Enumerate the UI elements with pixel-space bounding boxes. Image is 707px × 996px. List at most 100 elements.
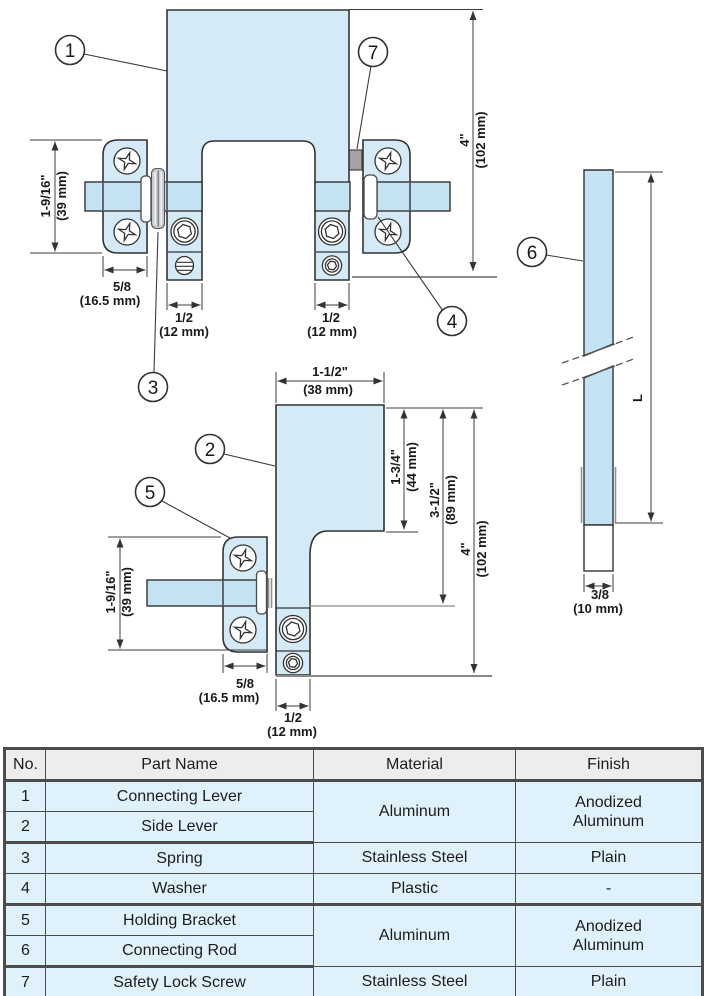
- connecting-rod-lower: [583, 364, 614, 526]
- table-row: 6 Connecting Rod: [4, 935, 703, 968]
- dim-front-left-leg: 1/2 (12 mm): [159, 283, 209, 339]
- cell-material: Stainless Steel: [313, 966, 516, 996]
- callout-number: 4: [447, 312, 458, 333]
- dim-label: L: [630, 394, 645, 402]
- cell-finish: Anodized Aluminum: [515, 780, 703, 843]
- callout-number: 7: [368, 43, 379, 64]
- dim-label: (12 mm): [267, 724, 317, 739]
- dim-front-right-leg: 1/2 (12 mm): [307, 283, 357, 339]
- parts-table: No. Part Name Material Finish 1 Connecti…: [3, 747, 704, 996]
- callout-number: 1: [65, 41, 76, 62]
- cell-part: Connecting Rod: [45, 935, 314, 968]
- cell-no: 3: [4, 842, 46, 874]
- callout-2: 2: [194, 433, 276, 467]
- table-header-row: No. Part Name Material Finish: [4, 748, 703, 782]
- callout-number: 3: [148, 378, 159, 399]
- spring: [150, 167, 166, 230]
- dim-side-leg: 1/2 (12 mm): [267, 679, 317, 739]
- dim-label: 1/2: [322, 310, 340, 325]
- safety-lock-screw: [347, 149, 363, 171]
- dim-label: (39 mm): [119, 567, 134, 617]
- callout-1: 1: [54, 34, 168, 72]
- hex-socket-screw-icon: [278, 614, 308, 644]
- dim-label: (39 mm): [54, 171, 69, 221]
- dim-side-bracket-height: 1-9/16" (39 mm): [103, 536, 268, 651]
- dim-front-height: 4" (102 mm): [349, 9, 497, 278]
- set-screw-icon: [321, 255, 343, 276]
- callout-number: 2: [205, 440, 216, 461]
- dim-label: (102 mm): [474, 520, 489, 577]
- technical-drawing: 4" (102 mm) 1-9/16" (39 mm) 5/8 (16.5 mm…: [30, 9, 663, 739]
- callout-number: 5: [145, 483, 156, 504]
- phillips-screw-icon: [113, 218, 141, 246]
- cell-material: Aluminum: [313, 780, 516, 843]
- dim-label: (12 mm): [159, 324, 209, 339]
- callout-7: 7: [356, 36, 389, 150]
- glass-panel-right: [376, 181, 451, 212]
- cell-material: Stainless Steel: [313, 842, 516, 874]
- view-side-assembly: 1-1/2" (38 mm) 1-3/4" (44 mm) 3-1/2" (89…: [103, 364, 492, 739]
- connecting-lever: [166, 9, 350, 281]
- cell-part: Side Lever: [45, 811, 314, 844]
- cell-material: Plastic: [313, 873, 516, 906]
- callout-4: 4: [377, 216, 468, 337]
- cell-material: Aluminum: [313, 904, 516, 967]
- dim-label: (89 mm): [443, 475, 458, 525]
- table-row: 5 Holding Bracket Aluminum Anodized Alum…: [4, 904, 703, 967]
- table-row: 7 Safety Lock Screw Stainless Steel Plai…: [4, 966, 703, 996]
- dim-front-bracket-width: 5/8 (16.5 mm): [80, 256, 148, 308]
- dim-side-width: 1-1/2" (38 mm): [275, 364, 385, 403]
- phillips-screw-icon: [374, 147, 402, 175]
- col-header-material: Material: [313, 748, 516, 782]
- rod-end-tip: [583, 524, 614, 572]
- dim-side-height: 4" (102 mm): [276, 409, 492, 677]
- dim-label: 1-9/16": [103, 570, 118, 613]
- dim-label: 5/8: [236, 676, 254, 691]
- dim-label: 4": [457, 133, 472, 146]
- dim-label: 1-9/16": [38, 174, 53, 217]
- dim-label: (102 mm): [473, 111, 488, 168]
- table-row: 3 Spring Stainless Steel Plain: [4, 842, 703, 874]
- cell-no: 4: [4, 873, 46, 906]
- parts-table-container: No. Part Name Material Finish 1 Connecti…: [3, 747, 704, 996]
- dim-label: 1-3/4": [388, 449, 403, 485]
- set-screw-icon: [282, 652, 304, 674]
- cell-no: 1: [4, 780, 46, 812]
- dim-label: (10 mm): [573, 601, 623, 616]
- callout-5: 5: [134, 476, 231, 539]
- col-header-part-name: Part Name: [45, 748, 314, 782]
- cell-finish: Plain: [515, 842, 703, 874]
- cell-no: 7: [4, 966, 46, 996]
- dim-rod-width: 3/8 (10 mm): [573, 574, 623, 616]
- hex-socket-screw-icon: [170, 217, 199, 246]
- table-row: 4 Washer Plastic -: [4, 873, 703, 906]
- dim-front-bracket-height: 1-9/16" (39 mm): [30, 139, 102, 254]
- dim-label: 3/8: [591, 587, 609, 602]
- cell-no: 6: [4, 935, 46, 968]
- dim-label: (16.5 mm): [199, 690, 260, 705]
- cell-part: Washer: [45, 873, 314, 906]
- callout-3: 3: [137, 231, 169, 403]
- washer-right: [363, 174, 378, 220]
- phillips-screw-icon: [229, 544, 257, 572]
- cell-finish: Anodized Aluminum: [515, 904, 703, 967]
- dim-side-bracket-width: 5/8 (16.5 mm): [199, 654, 268, 705]
- dim-side-middle: 3-1/2" (89 mm): [309, 409, 458, 607]
- col-header-no: No.: [4, 748, 46, 782]
- cell-no: 5: [4, 904, 46, 936]
- glass-panel-side: [146, 579, 260, 607]
- dim-label: (44 mm): [404, 442, 419, 492]
- dim-label: 4": [458, 542, 473, 555]
- dome-screw-icon: [174, 255, 195, 276]
- hex-socket-screw-icon: [317, 217, 347, 246]
- dim-label: 1-1/2": [312, 364, 348, 379]
- cell-finish: -: [515, 873, 703, 906]
- cell-no: 2: [4, 811, 46, 844]
- callout-6: 6: [516, 236, 584, 268]
- table-row: 1 Connecting Lever Aluminum Anodized Alu…: [4, 780, 703, 843]
- cell-part: Connecting Lever: [45, 780, 314, 812]
- callout-number: 6: [527, 243, 538, 264]
- dim-side-upper: 1-3/4" (44 mm): [386, 409, 419, 533]
- table-row: 2 Side Lever: [4, 811, 703, 844]
